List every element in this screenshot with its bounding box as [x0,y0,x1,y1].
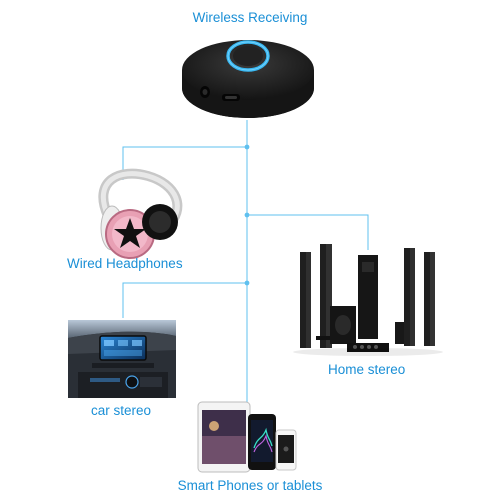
connector-dots [244,144,250,286]
smart-phones-label: Smart Phones or tablets [177,478,323,493]
connector-lines [122,120,369,410]
wired-headphones-label: Wired Headphones [67,256,183,271]
wireless-receiving-label: Wireless Receiving [192,10,308,25]
bluetooth-receiver-icon [182,40,314,118]
home-stereo-label: Home stereo [328,362,406,377]
car-stereo-label: car stereo [91,403,152,418]
headphones-icon [98,168,183,259]
car-dashboard-icon [68,320,176,398]
phone-tablet-icon [197,401,297,473]
speakers-icon [293,244,443,356]
